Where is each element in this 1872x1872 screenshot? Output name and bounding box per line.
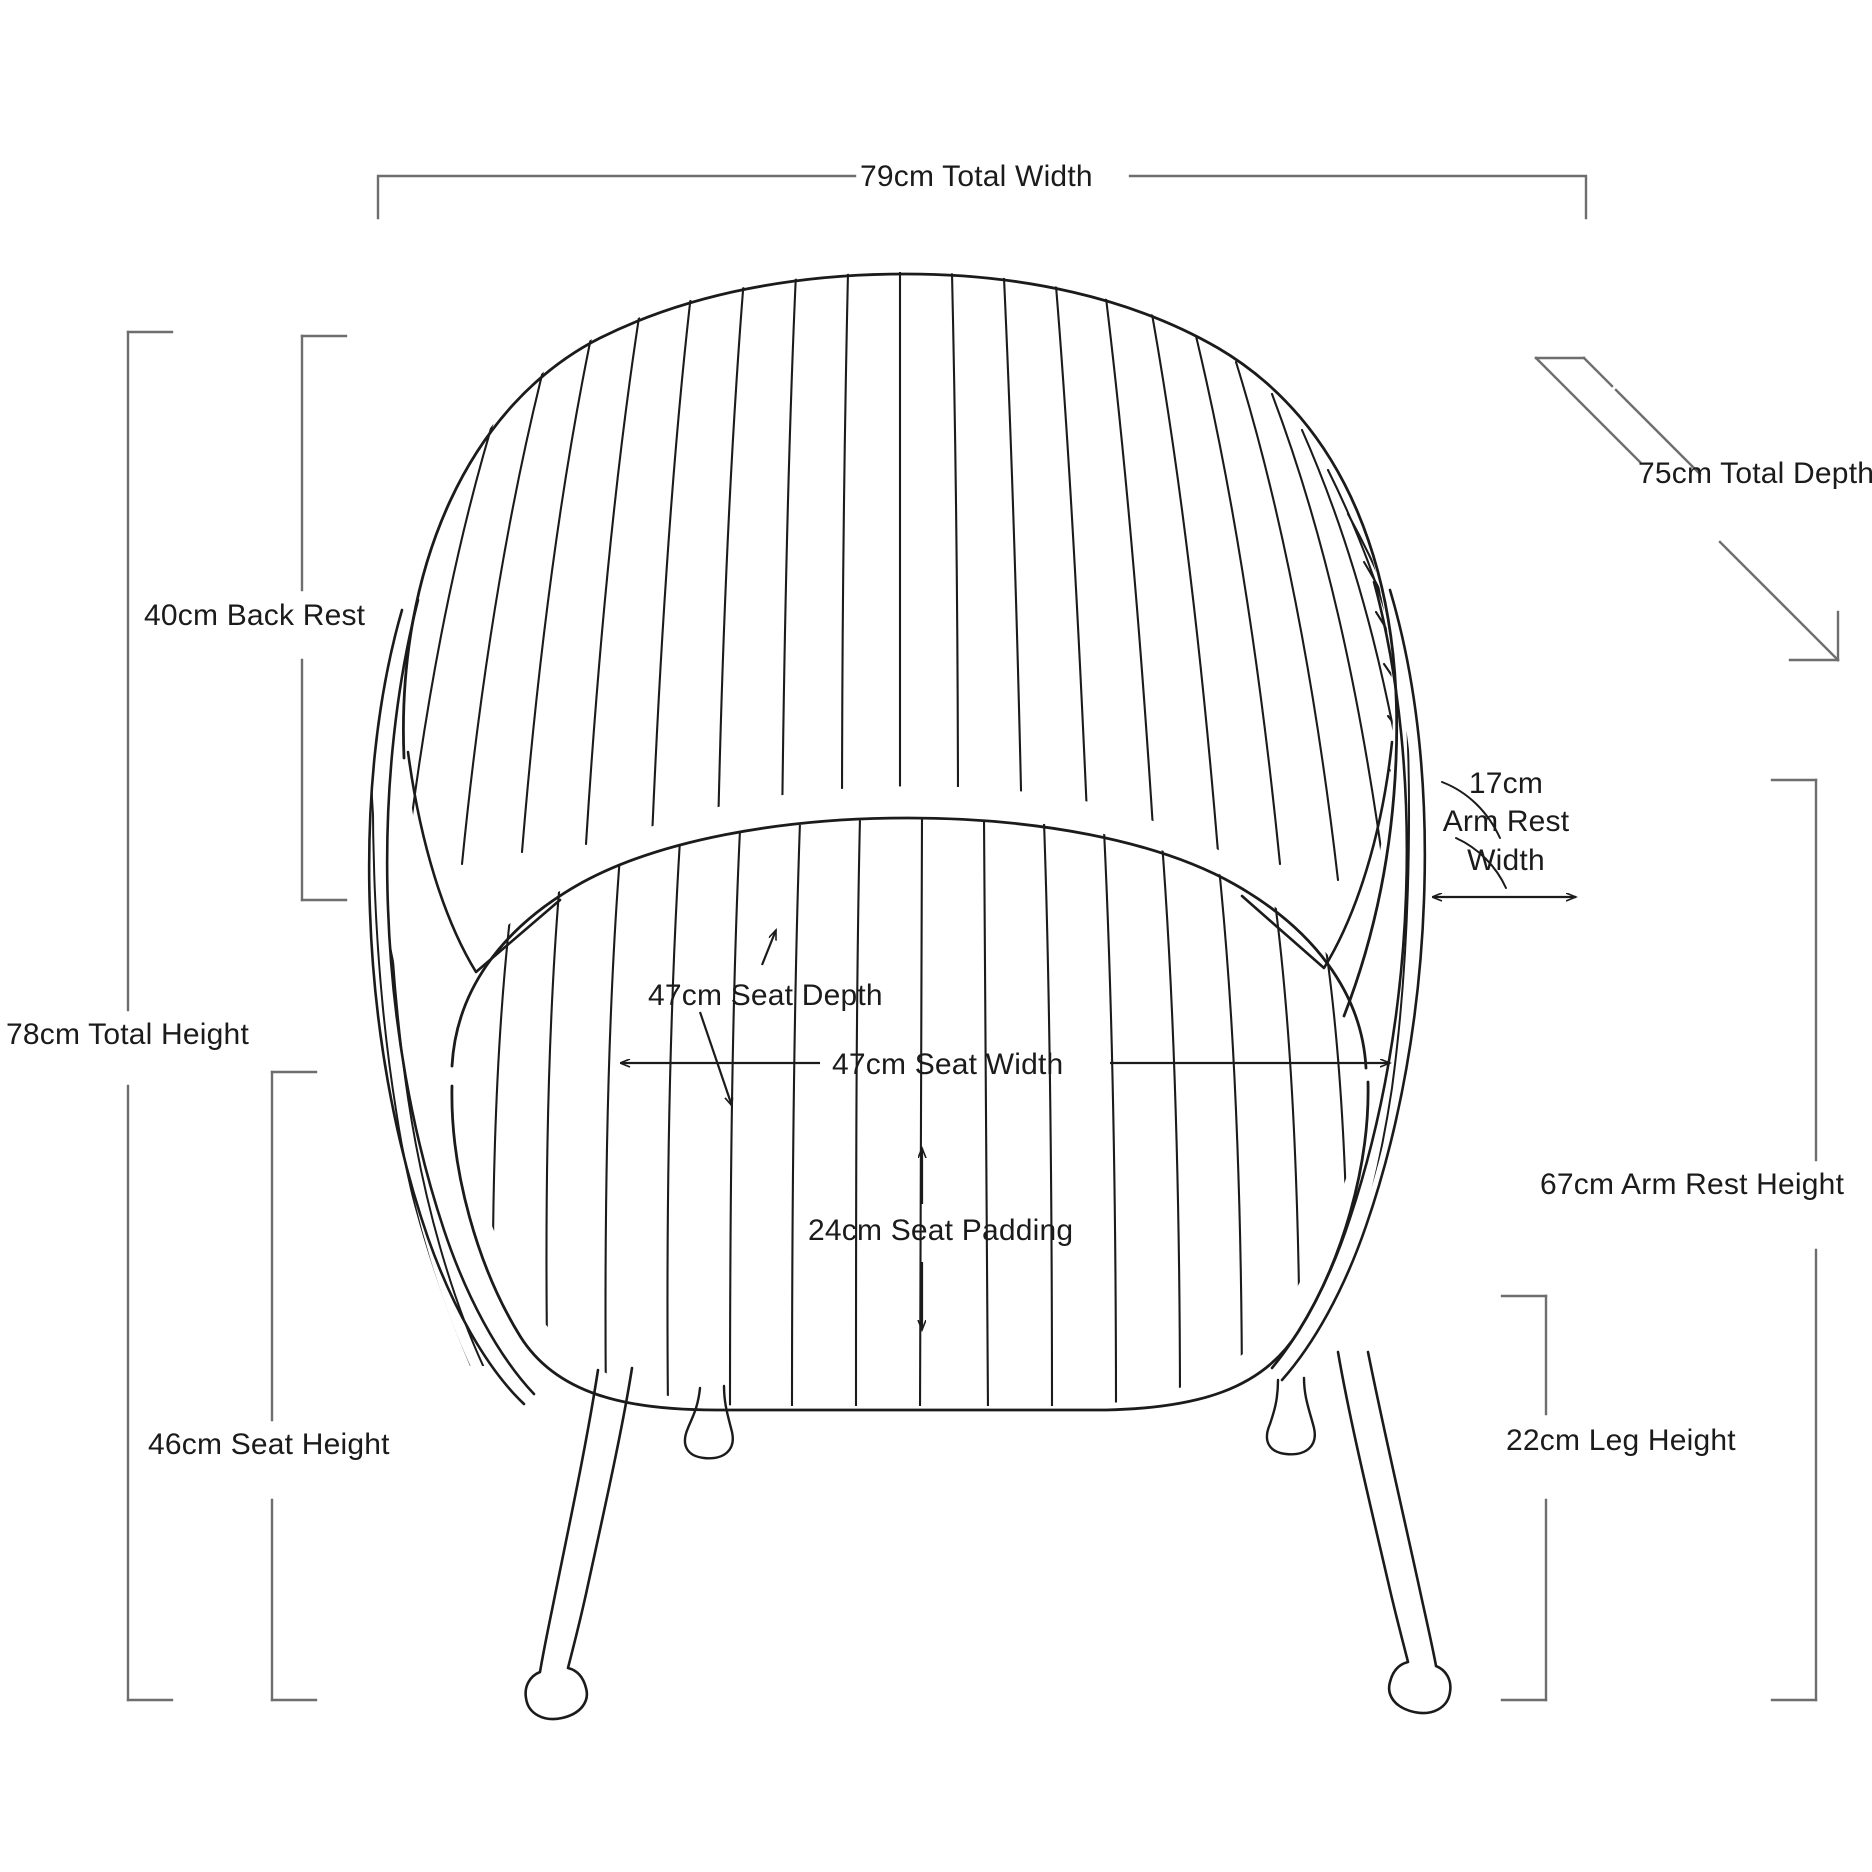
back-rest-fluting bbox=[404, 272, 1393, 960]
front-leg-right bbox=[1336, 1350, 1452, 1715]
seat-depth-arrow bbox=[698, 1011, 732, 1106]
leg-height-dimension bbox=[1500, 1294, 1548, 1702]
left-outer-edge bbox=[367, 608, 526, 1406]
label-total-width: 79cm Total Width bbox=[860, 160, 1093, 193]
seat-cushion-top-edge bbox=[450, 816, 1368, 1070]
total-height-dimension bbox=[126, 330, 174, 1702]
left-outer-edge-inner bbox=[385, 598, 536, 1396]
label-total-depth: 75cm Total Depth bbox=[1638, 457, 1872, 490]
left-arm-inner-junction bbox=[406, 750, 562, 974]
label-seat-depth: 47cm Seat Depth bbox=[648, 979, 883, 1012]
back-rest-dimension bbox=[300, 334, 348, 902]
seat-cushion-fluting bbox=[491, 818, 1350, 1406]
seat-bottom-outline bbox=[450, 1080, 1370, 1412]
right-side-fluting bbox=[1315, 690, 1417, 1352]
label-seat-padding: 24cm Seat Padding bbox=[808, 1214, 1074, 1247]
seat-depth-up-tick bbox=[760, 930, 778, 966]
right-outer-edge bbox=[1280, 588, 1427, 1382]
label-seat-height: 46cm Seat Height bbox=[148, 1428, 390, 1461]
front-legs bbox=[524, 1350, 1452, 1721]
label-leg-height: 22cm Leg Height bbox=[1506, 1424, 1736, 1457]
label-seat-width: 47cm Seat Width bbox=[832, 1048, 1064, 1081]
arm-rest-height-dimension bbox=[1770, 778, 1818, 1702]
label-total-height: 78cm Total Height bbox=[6, 1018, 249, 1051]
arm-rest-detail-right bbox=[1441, 781, 1507, 889]
total-width-dimension bbox=[376, 174, 1588, 220]
arm-rest-width-line1: Arm Rest bbox=[1442, 805, 1570, 839]
dimension-arrows bbox=[622, 897, 1576, 1330]
arm-rest-width-line2: Width bbox=[1467, 843, 1545, 877]
right-side-shell bbox=[1270, 580, 1427, 1382]
total-depth-dimension bbox=[1534, 356, 1840, 662]
right-arm-inner-junction bbox=[1240, 740, 1394, 970]
chair-back-outline bbox=[402, 272, 1399, 1018]
back-leg-left bbox=[683, 1384, 734, 1460]
back-leg-right bbox=[1265, 1376, 1316, 1456]
label-arm-rest-width: 17cm Arm Rest Width bbox=[1426, 765, 1586, 880]
label-arm-rest-height: 67cm Arm Rest Height bbox=[1540, 1168, 1845, 1201]
seat-height-dimension bbox=[270, 1070, 318, 1702]
label-back-rest: 40cm Back Rest bbox=[144, 599, 366, 632]
left-side-fluting bbox=[371, 700, 487, 1366]
dimension-lines bbox=[126, 174, 1840, 1702]
back-legs bbox=[683, 1376, 1316, 1460]
arm-rest-width-value: 17cm bbox=[1468, 767, 1544, 800]
front-leg-left bbox=[524, 1366, 634, 1721]
